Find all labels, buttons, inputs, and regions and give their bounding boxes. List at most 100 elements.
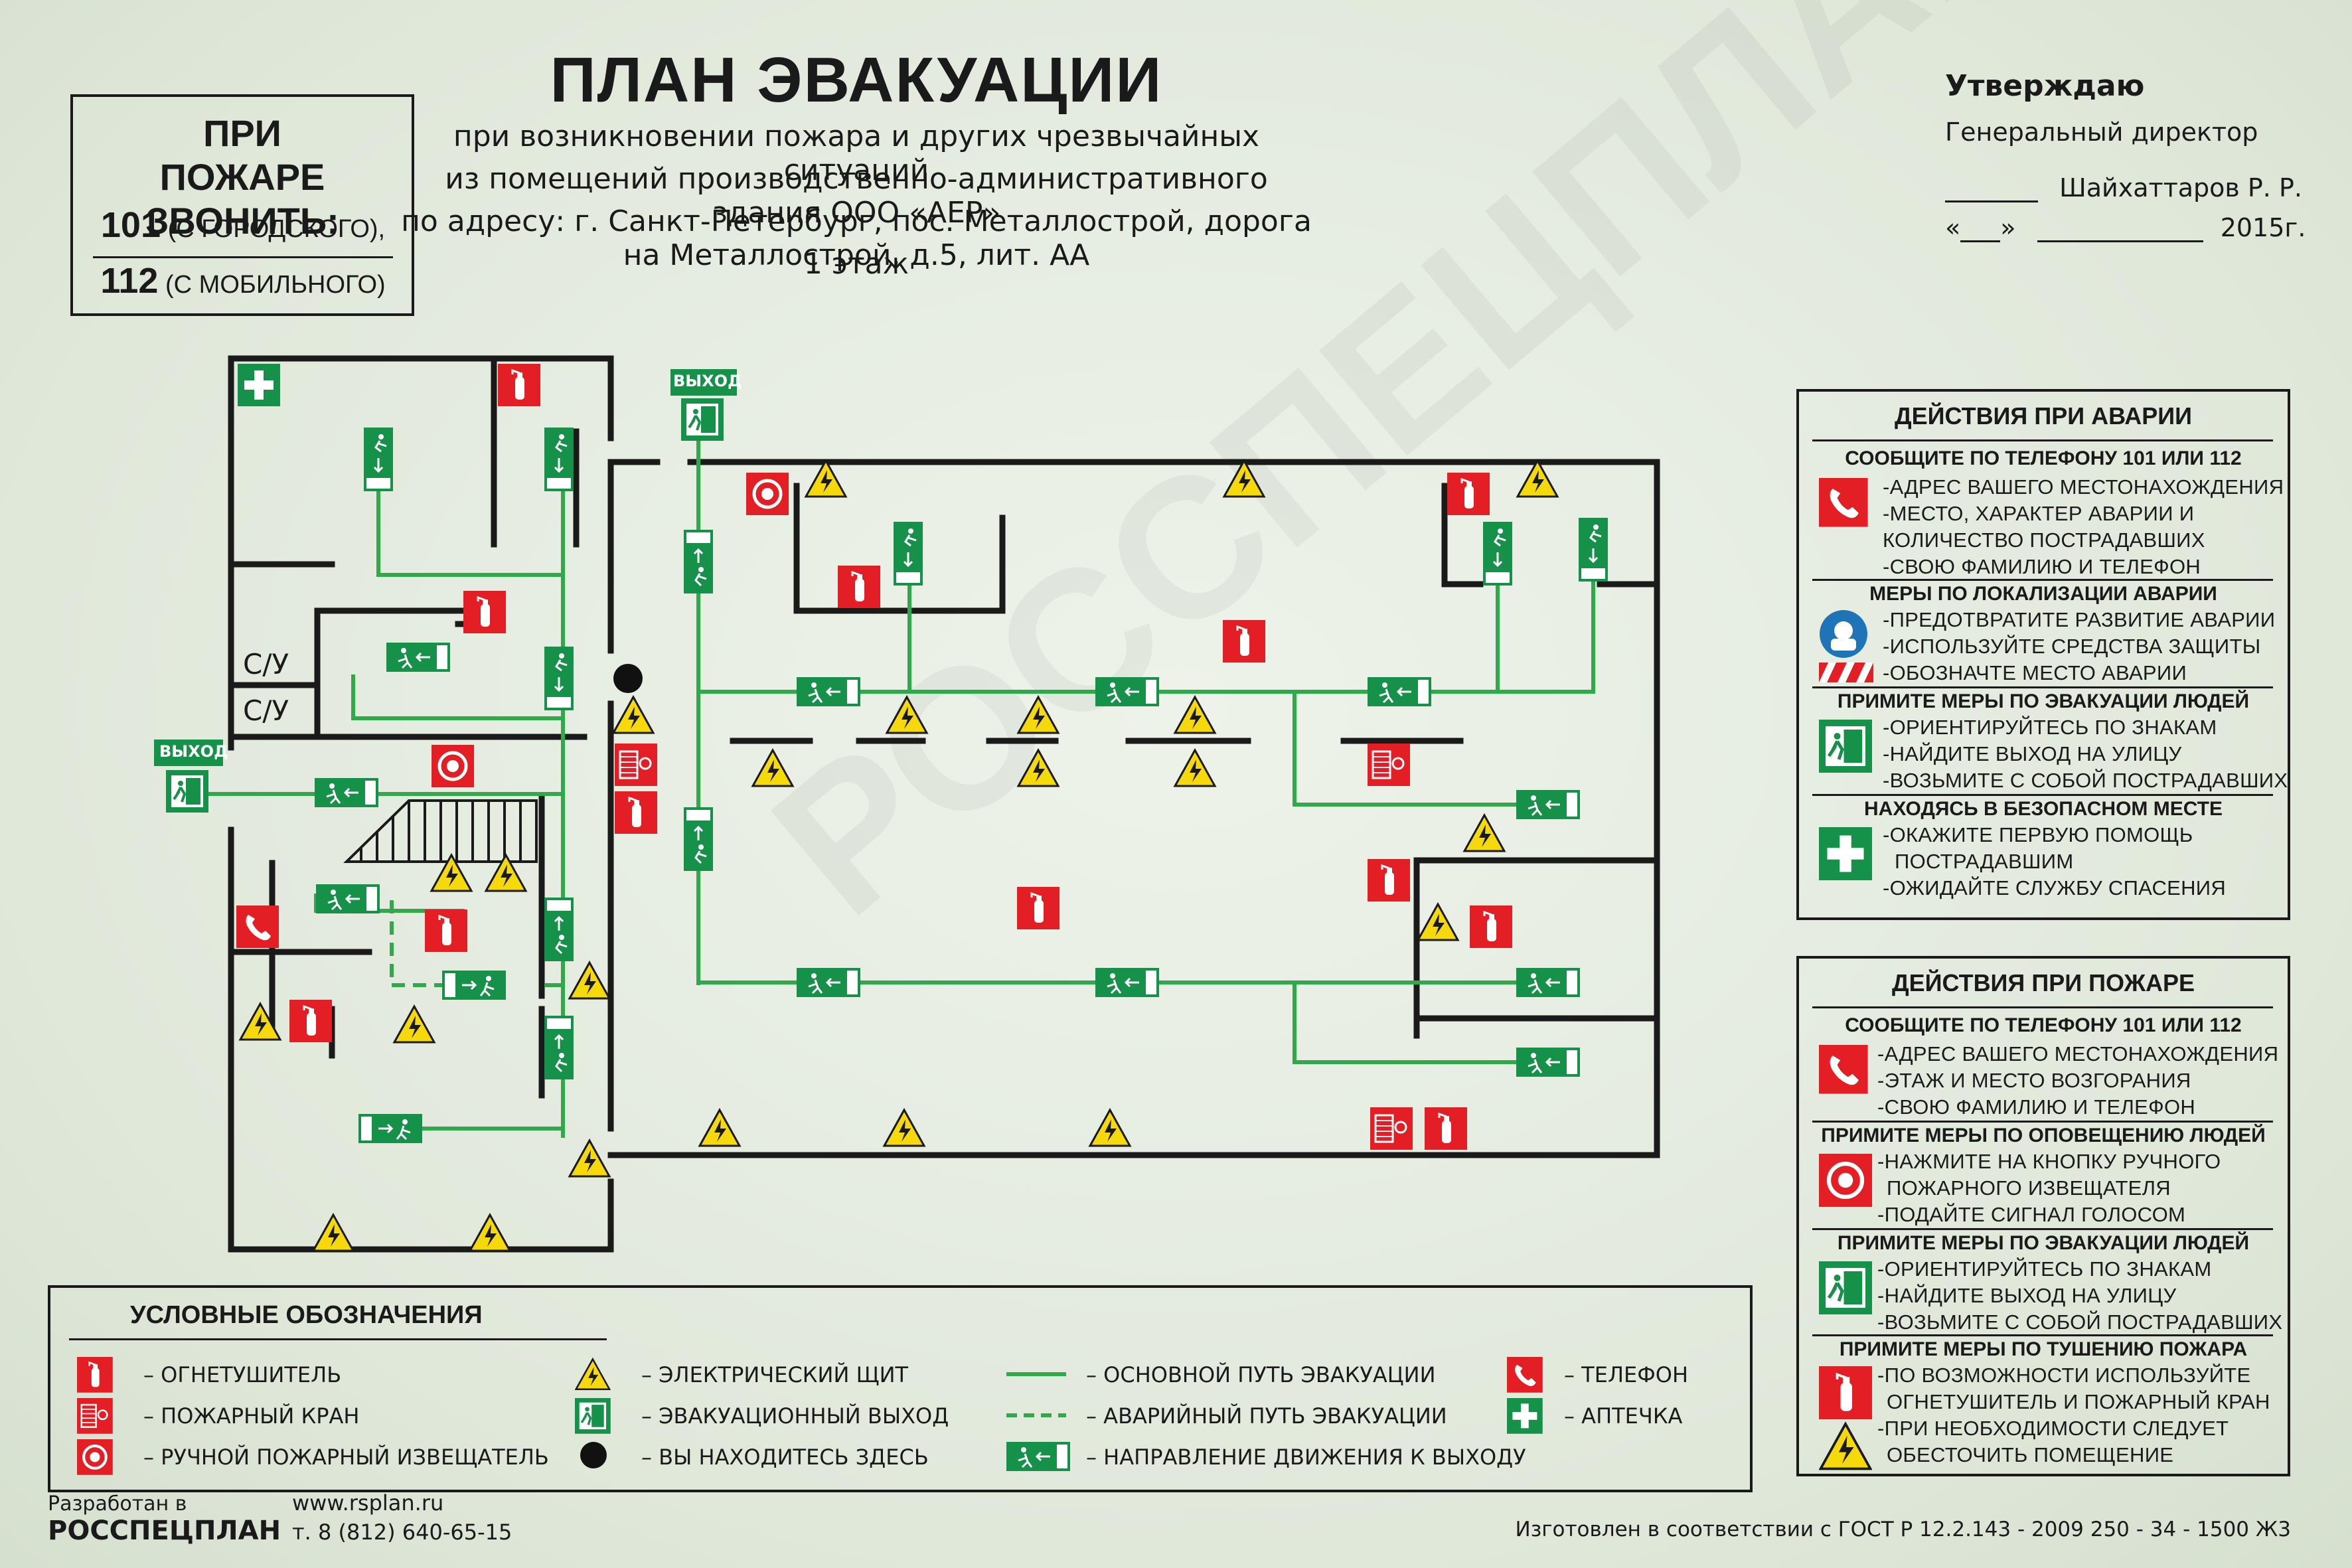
approval-year: 2015г. <box>2220 213 2306 242</box>
electric-panel-icon <box>1819 1423 1872 1470</box>
electric-panel-icon <box>393 1005 435 1044</box>
extinguisher-icon <box>1423 1106 1468 1151</box>
extinguisher-icon <box>1221 619 1267 664</box>
electric-panel-icon <box>568 1139 611 1178</box>
direction-sign <box>543 1014 575 1081</box>
extinguisher-icon <box>613 790 659 835</box>
extinguisher-icon <box>77 1357 113 1393</box>
helmet-icon <box>1820 610 1867 658</box>
electric-panel-icon <box>883 1109 925 1147</box>
accident-s3-line: -НАЙДИТЕ ВЫХОД НА УЛИЦУ <box>1883 742 2182 765</box>
hydrant-icon <box>613 742 659 787</box>
legend-first-aid: – АПТЕЧКА <box>1564 1403 1683 1429</box>
room-su-2: С/У <box>243 694 289 727</box>
direction-sign <box>441 969 507 1001</box>
fire-actions-panel: ДЕЙСТВИЯ ПРИ ПОЖАРЕ СООБЩИТЕ ПО ТЕЛЕФОНУ… <box>1796 956 2290 1476</box>
direction-sign-icon <box>1006 1442 1071 1472</box>
exit-icon <box>1819 1261 1872 1314</box>
electric-panel-icon <box>1417 903 1459 941</box>
legend-call-point: – РУЧНОЙ ПОЖАРНЫЙ ИЗВЕЩАТЕЛЬ <box>143 1445 549 1470</box>
room-su-1: С/У <box>243 648 289 680</box>
accident-s3-line: -ОРИЕНТИРУЙТЕСЬ ПО ЗНАКАМ <box>1883 716 2217 739</box>
accident-s4-head: НАХОДЯСЬ В БЕЗОПАСНОМ МЕСТЕ <box>1863 798 2223 820</box>
accident-s3-line: -ВОЗЬМИТЕ С СОБОЙ ПОСТРАДАВШИХ <box>1883 769 2288 792</box>
electric-panel-icon <box>1017 696 1059 734</box>
extinguisher-icon <box>424 908 469 953</box>
accident-s1-head: СООБЩИТЕ ПО ТЕЛЕФОНУ 101 ИЛИ 112 <box>1845 447 2242 469</box>
exit-label-top: ВЫХОД <box>673 372 742 390</box>
legend-you-are-here: – ВЫ НАХОДИТЕСЬ ЗДЕСЬ <box>641 1445 929 1470</box>
legend-electric-panel: – ЭЛЕКТРИЧЕСКИЙ ЩИТ <box>641 1362 909 1387</box>
fire-s2-head: ПРИМИТЕ МЕРЫ ПО ОПОВЕЩЕНИЮ ЛЮДЕЙ <box>1821 1125 2266 1146</box>
legend-hydrant: – ПОЖАРНЫЙ КРАН <box>143 1403 360 1429</box>
fire-s3-line: -ОРИЕНТИРУЙТЕСЬ ПО ЗНАКАМ <box>1877 1257 2212 1281</box>
you-are-here-icon <box>580 1442 607 1468</box>
accident-s1-line: -СВОЮ ФАМИЛИЮ И ТЕЛЕФОН <box>1883 555 2201 578</box>
accident-s2-head: МЕРЫ ПО ЛОКАЛИЗАЦИИ АВАРИИ <box>1869 583 2217 605</box>
extinguisher-icon <box>1366 858 1411 903</box>
direction-sign <box>315 883 381 915</box>
accident-s2-line: -ИСПОЛЬЗУЙТЕ СРЕДСТВА ЗАЩИТЫ <box>1883 635 2261 658</box>
call-112-text: (С МОБИЛЬНОГО) <box>165 271 386 299</box>
fire-s4-line: -ПО ВОЗМОЖНОСТИ ИСПОЛЬЗУЙТЕ <box>1877 1364 2251 1387</box>
phone-icon <box>1507 1357 1543 1393</box>
fire-s4-line: ОГНЕТУШИТЕЛЬ И ПОЖАРНЫЙ КРАН <box>1887 1390 2270 1413</box>
legend-phone: – ТЕЛЕФОН <box>1564 1362 1689 1387</box>
extinguisher-icon <box>836 564 882 609</box>
fire-s3-line: -ВОЗЬМИТЕ С СОБОЙ ПОСТРАДАВШИХ <box>1877 1310 2283 1334</box>
electric-panel-icon <box>1516 459 1559 498</box>
call-112: 112 (С МОБИЛЬНОГО) <box>93 260 393 301</box>
walls <box>228 355 1660 1253</box>
call-point-icon <box>746 473 789 515</box>
first-aid-icon <box>238 364 280 406</box>
emergency-evacuation-route <box>390 900 465 987</box>
electric-panel-icon <box>1017 749 1059 787</box>
accident-s4-line: ПОСТРАДАВШИМ <box>1895 850 2074 873</box>
extinguisher-icon <box>288 998 333 1044</box>
direction-sign <box>385 641 451 673</box>
call-101: 101 (С ГОРОДСКОГО), <box>93 204 393 246</box>
extinguisher-icon <box>1446 471 1491 516</box>
accident-s3-head: ПРИМИТЕ МЕРЫ ПО ЭВАКУАЦИИ ЛЮДЕЙ <box>1837 690 2250 712</box>
developer-credit: Разработан в РОССПЕЦПЛАН <box>48 1492 281 1546</box>
accident-panel-title: ДЕЙСТВИЯ ПРИ АВАРИИ <box>1894 402 2193 430</box>
accident-s2-line: -ОБОЗНАЧТЕ МЕСТО АВАРИИ <box>1883 661 2187 684</box>
direction-sign <box>892 520 924 587</box>
direction-sign <box>1094 676 1160 708</box>
accident-s1-line: -МЕСТО, ХАРАКТЕР АВАРИИ И <box>1883 502 2195 525</box>
electric-panel-icon <box>1089 1109 1131 1147</box>
call-point-icon <box>431 745 474 787</box>
fire-s2-line: -НАЖМИТЕ НА КНОПКУ РУЧНОГО <box>1877 1150 2221 1173</box>
phone-icon <box>236 905 279 948</box>
direction-sign <box>543 645 575 712</box>
electric-panel-icon <box>568 961 611 1000</box>
hydrant-icon <box>77 1398 113 1434</box>
first-aid-icon <box>1507 1398 1543 1434</box>
first-aid-icon <box>1819 827 1872 880</box>
direction-sign <box>1366 676 1433 708</box>
accident-s1-line: КОЛИЧЕСТВО ПОСТРАДАВШИХ <box>1883 528 2205 552</box>
direction-sign <box>1515 1046 1581 1078</box>
approval-position: Генеральный директор <box>1945 118 2258 147</box>
subtitle-1: при возникновении пожара и других чрезвы… <box>453 119 1260 187</box>
subtitle-3: по адресу: г. Санкт-Петербург, пос. Мета… <box>401 204 1312 272</box>
fire-s1-line: -СВОЮ ФАМИЛИЮ И ТЕЛЕФОН <box>1877 1095 2196 1119</box>
electric-panel-icon <box>886 696 928 734</box>
electric-panel-icon <box>1174 696 1216 734</box>
accident-actions-panel: ДЕЙСТВИЯ ПРИ АВАРИИ СООБЩИТЕ ПО ТЕЛЕФОНУ… <box>1796 389 2290 920</box>
developer-prefix: Разработан в <box>48 1492 187 1516</box>
exit-sign-left <box>165 769 210 814</box>
fire-call-box: ПРИ ПОЖАРЕ ЗВОНИТЬ: 101 (С ГОРОДСКОГО), … <box>70 94 414 316</box>
electric-panel-icon <box>1174 749 1216 787</box>
electric-panel-icon <box>1463 814 1506 852</box>
fire-s3-head: ПРИМИТЕ МЕРЫ ПО ЭВАКУАЦИИ ЛЮДЕЙ <box>1837 1232 2250 1254</box>
call-point-icon <box>1819 1154 1872 1207</box>
legend-emergency-exit: – ЭВАКУАЦИОННЫЙ ВЫХОД <box>641 1403 949 1429</box>
legend-main-route: – ОСНОВНОЙ ПУТЬ ЭВАКУАЦИИ <box>1086 1362 1436 1387</box>
direction-sign <box>682 528 714 595</box>
direction-sign <box>1094 967 1160 998</box>
developer-contacts: www.rsplan.ru т. 8 (812) 640-65-15 <box>292 1488 512 1547</box>
approval-quote-open: « <box>1945 213 1961 242</box>
call-101-number: 101 <box>100 205 161 245</box>
legend-extinguisher: – ОГНЕТУШИТЕЛЬ <box>143 1362 342 1387</box>
